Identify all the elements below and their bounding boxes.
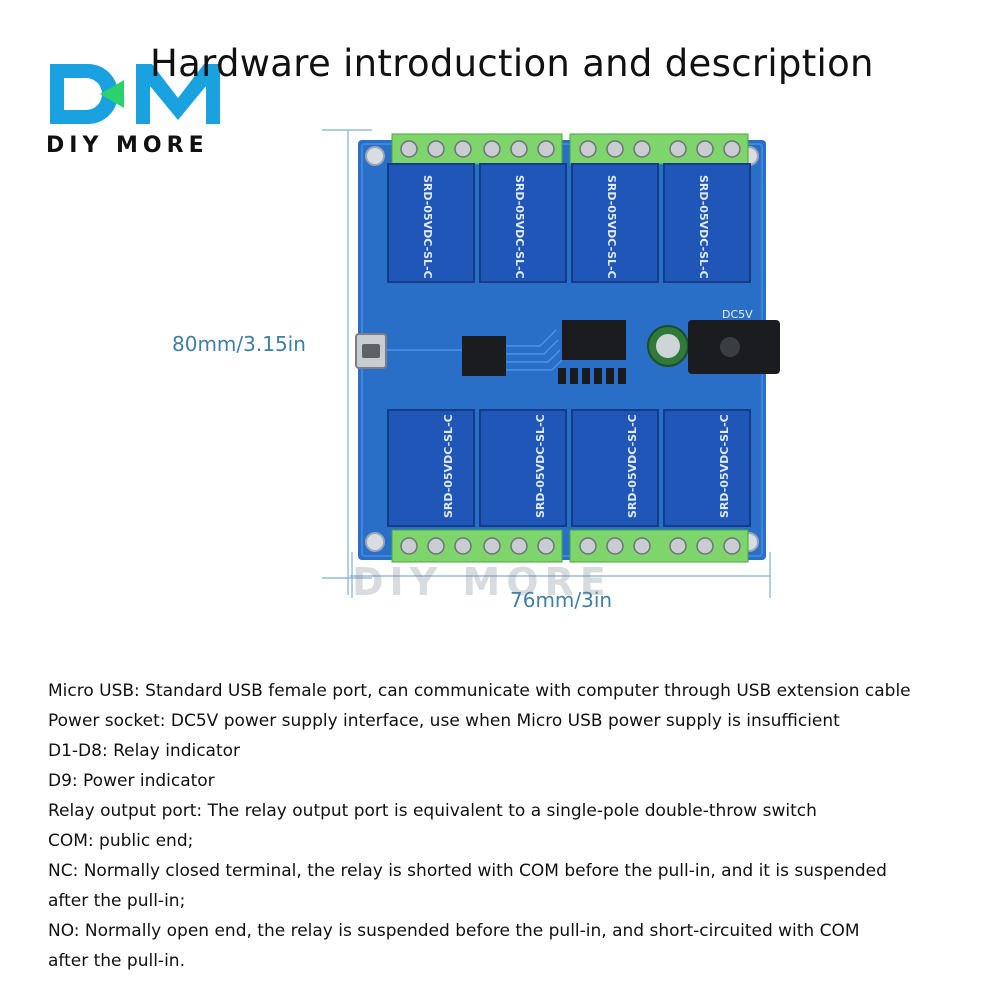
- description-line: D9: Power indicator: [48, 771, 215, 791]
- description-line: COM: public end;: [48, 831, 194, 851]
- driver-chip: [562, 320, 626, 360]
- description-line: NC: Normally closed terminal, the relay …: [48, 861, 887, 881]
- relay: SRD-05VDC-SL-C: [479, 163, 567, 283]
- relay-marking: SRD-05VDC-SL-C: [534, 414, 547, 518]
- width-dimension-label: 76mm/3in: [510, 588, 613, 612]
- description-line: NO: Normally open end, the relay is susp…: [48, 921, 860, 941]
- power-socket-label: DC5V: [722, 308, 753, 321]
- relay: SRD-05VDC-SL-C: [387, 409, 475, 527]
- micro-usb-port: [355, 333, 387, 369]
- relay: SRD-05VDC-SL-C: [479, 409, 567, 527]
- description-line: after the pull-in.: [48, 951, 185, 971]
- relay-marking: SRD-05VDC-SL-C: [697, 175, 710, 279]
- description-list: Micro USB: Standard USB female port, can…: [48, 676, 968, 976]
- relay-marking: SRD-05VDC-SL-C: [718, 414, 731, 518]
- bottom-relays: SRD-05VDC-SL-C SRD-05VDC-SL-C SRD-05VDC-…: [387, 409, 751, 527]
- description-line: Micro USB: Standard USB female port, can…: [48, 681, 911, 701]
- usb-chip: [462, 336, 506, 376]
- relay-marking: SRD-05VDC-SL-C: [605, 175, 618, 279]
- diymore-logo: DIY MORE: [46, 64, 220, 158]
- top-terminal-blocks: [391, 133, 749, 165]
- description-line: Relay output port: The relay output port…: [48, 801, 817, 821]
- relay-marking: SRD-05VDC-SL-C: [421, 175, 434, 279]
- capacitor: [647, 325, 689, 367]
- relay: SRD-05VDC-SL-C: [663, 163, 751, 283]
- logo-text: DIY MORE: [46, 133, 209, 158]
- top-relays: SRD-05VDC-SL-C SRD-05VDC-SL-C SRD-05VDC-…: [387, 163, 751, 283]
- description-line: Power socket: DC5V power supply interfac…: [48, 711, 840, 731]
- relay-board-illustration: SRD-05VDC-SL-C SRD-05VDC-SL-C SRD-05VDC-…: [322, 129, 780, 598]
- watermark: DIY MORE: [352, 560, 612, 604]
- height-dimension-label: 80mm/3.15in: [172, 332, 306, 356]
- relay: SRD-05VDC-SL-C: [663, 409, 751, 527]
- relay-marking: SRD-05VDC-SL-C: [626, 414, 639, 518]
- relay-marking: SRD-05VDC-SL-C: [513, 175, 526, 279]
- page-title: Hardware introduction and description: [150, 42, 874, 85]
- relay: SRD-05VDC-SL-C: [571, 163, 659, 283]
- power-socket: [688, 320, 780, 374]
- relay: SRD-05VDC-SL-C: [387, 163, 475, 283]
- relay: SRD-05VDC-SL-C: [571, 409, 659, 527]
- resistor-array: [558, 368, 626, 384]
- bottom-terminal-blocks: [391, 529, 749, 563]
- height-dimension-line: [322, 129, 372, 595]
- width-dimension-line: [350, 552, 771, 598]
- description-line: after the pull-in;: [48, 891, 186, 911]
- relay-marking: SRD-05VDC-SL-C: [442, 414, 455, 518]
- pcb-traces: [386, 329, 563, 371]
- description-line: D1-D8: Relay indicator: [48, 741, 241, 761]
- logo-mark: [50, 64, 220, 124]
